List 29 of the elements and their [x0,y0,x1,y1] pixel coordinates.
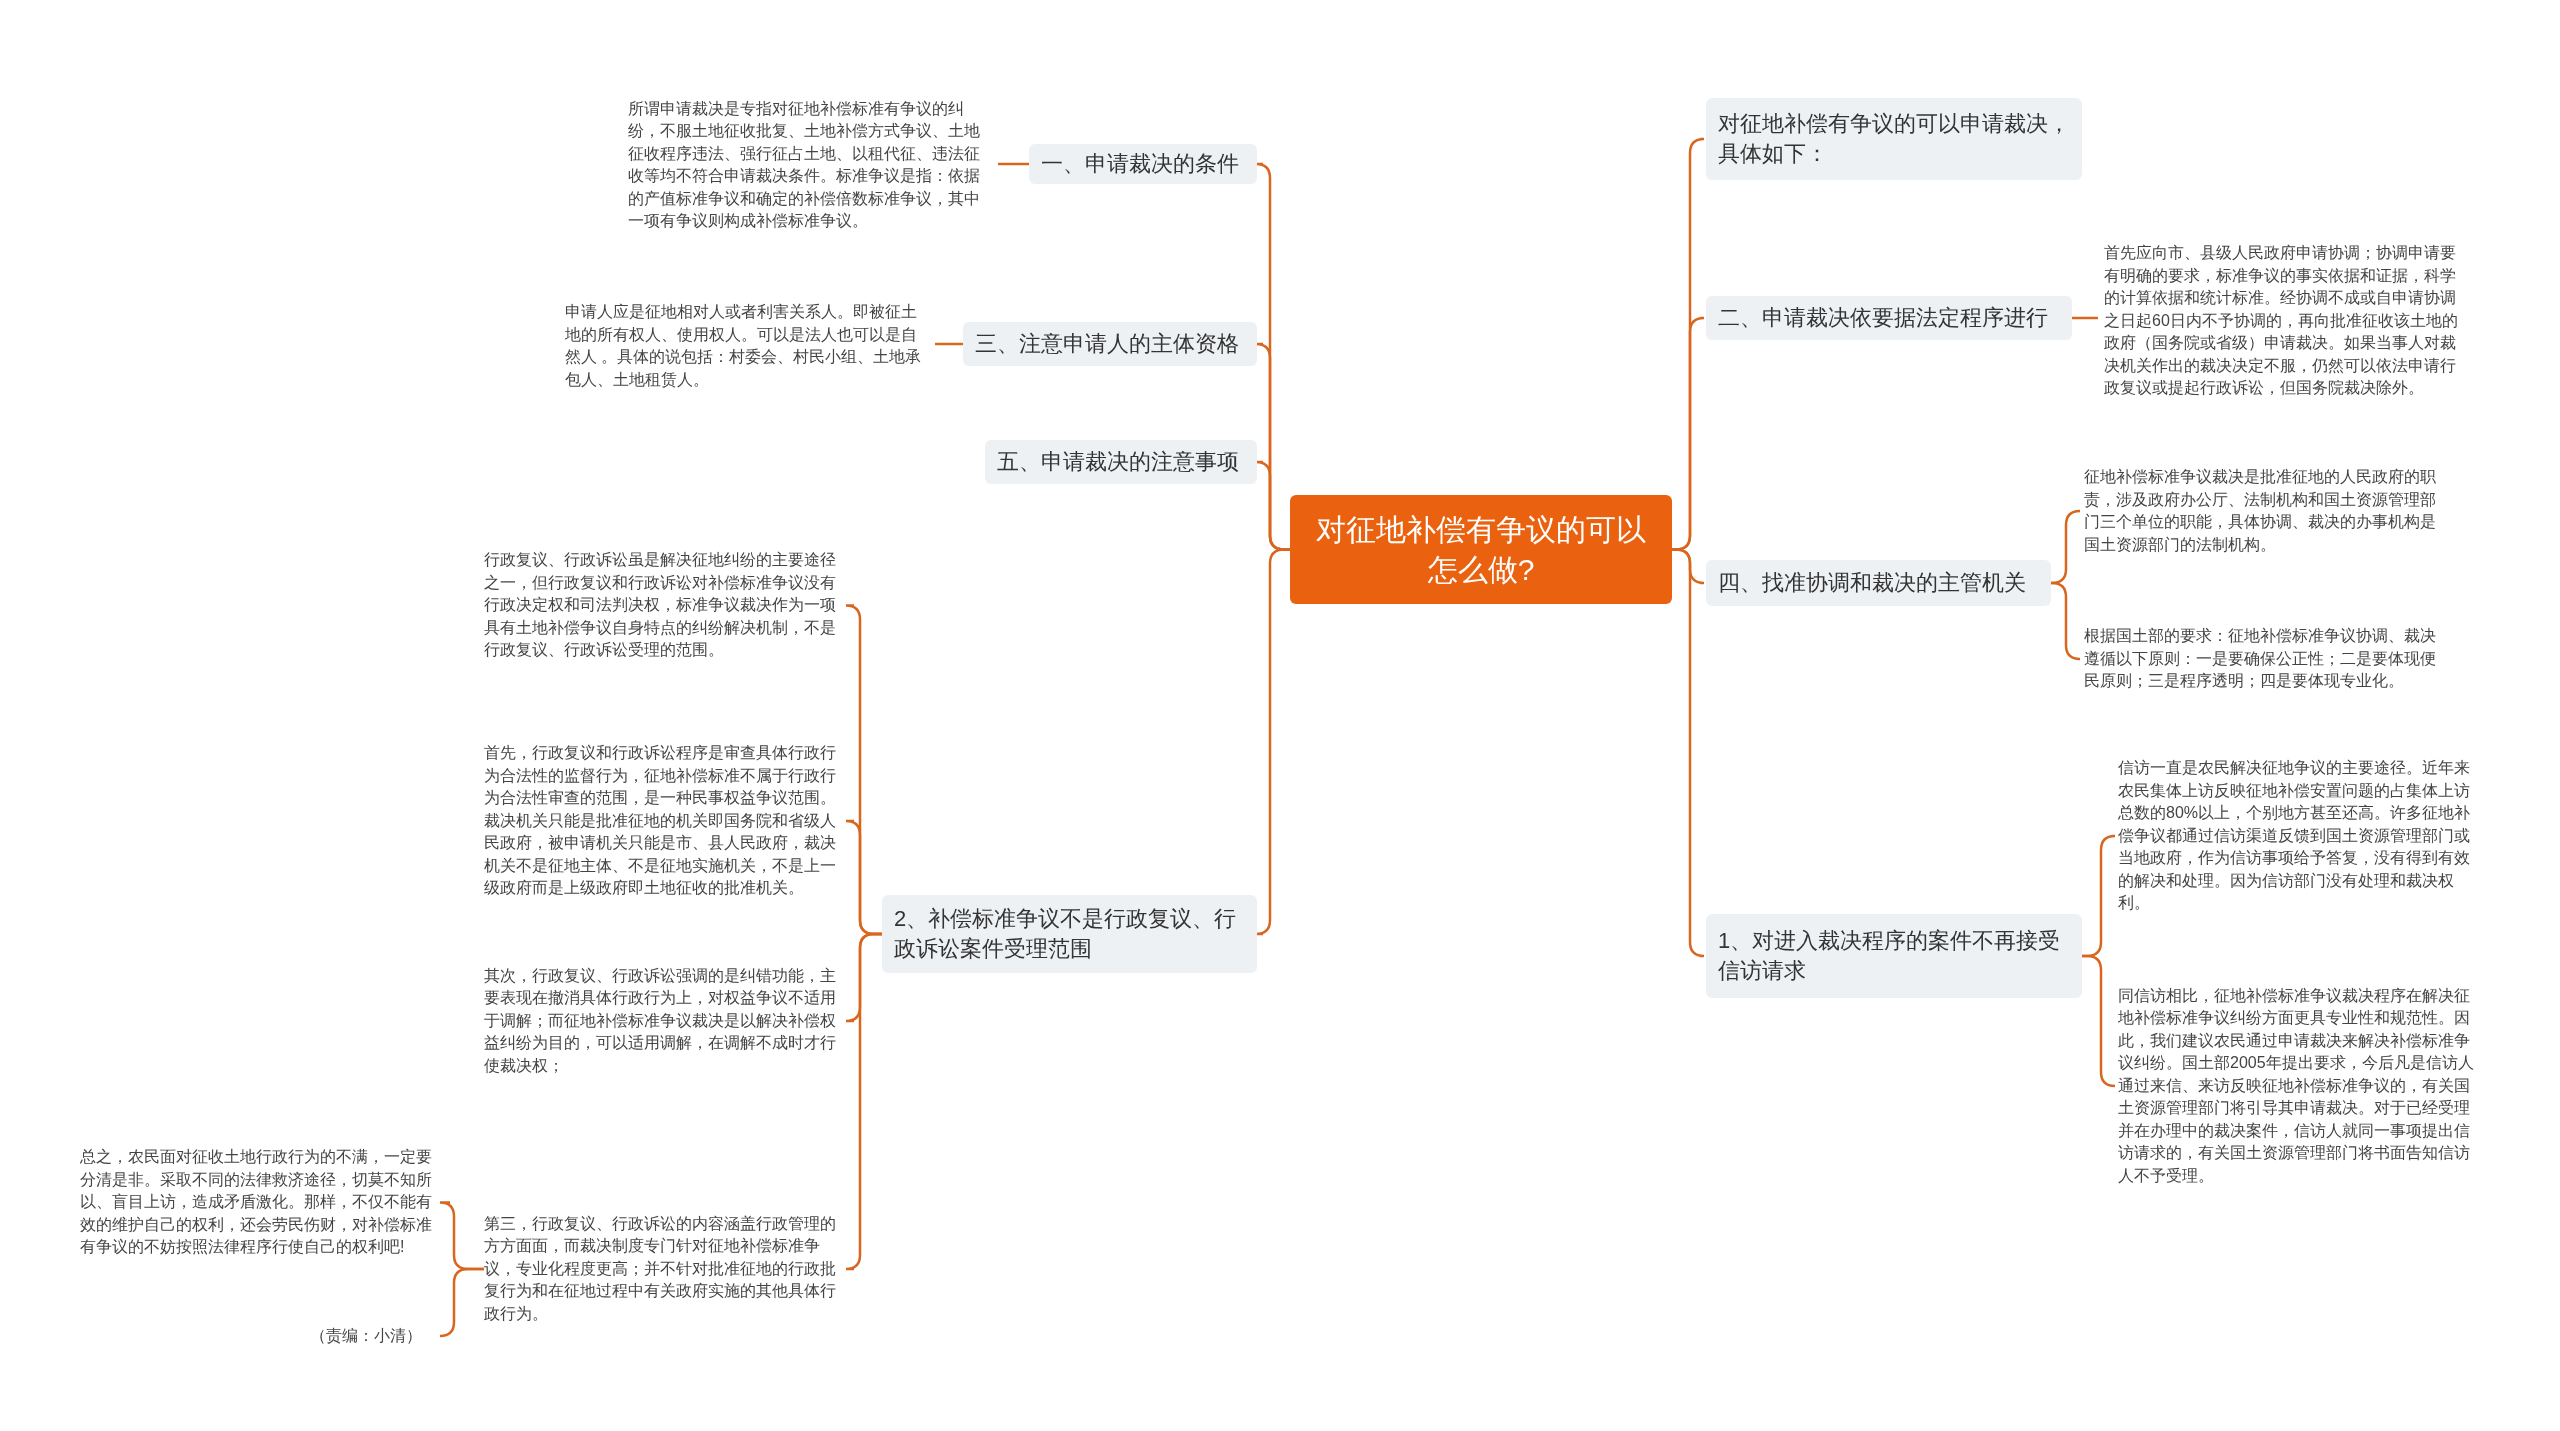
connector-line [2072,316,2098,320]
connector-line [935,342,963,346]
topic-box: 四、找准协调和裁决的主管机关 [1706,560,2051,606]
connector-line [438,1267,484,1338]
note-text: 征地补偿标准争议裁决是批准征地的人民政府的职责，涉及政府办公厅、法制机构和国土资源管理部门三个单位的职能，具体协调、裁决的办事机构是国土资源部门的法制机构。 [2084,462,2448,560]
note-text: 信访一直是农民解决征地争议的主要途径。近年来农民集体上访反映征地补偿安置问题的占集体上访总数的80%以上，个别地方甚至还高。许多征地补偿争议都通过信访渠道反馈到国土资源管理部门或当地政府，作为信访事项给予答复，没有得到有效的解决和处理。因为信访部门没有处理和裁决权利。 [2118,752,2482,920]
note-text: 总之，农民面对征收土地行政行为的不满，一定要分清是非。采取不同的法律救济途径，切莫不知所以、盲目上访，造成矛盾激化。那样，不仅不能有效的维护自己的权利，还会劳民伤财，对补偿标准有争议的不妨按照法律程序行使自己的权利吧! [80,1130,444,1275]
connector-line [1672,548,1706,958]
connector-line [2050,581,2082,661]
note-text: 其次，行政复议、行政诉讼强调的是纠错功能，主要表现在撤消具体行政行为上，对权益争议不适用于调解；而征地补偿标准争议裁决是以解决补偿权益纠纷为目的，可以适用调解，在调解不成时才行使裁决权； [484,960,848,1082]
topic-box: 五、申请裁决的注意事项 [985,440,1257,484]
topic-box: 三、注意申请人的主体资格 [963,322,1257,366]
topic-box: 二、申请裁决依要据法定程序进行 [1706,296,2072,340]
connector-line [2082,954,2117,1088]
note-text: （责编：小清） [310,1322,434,1350]
topic-box: 2、补偿标准争议不是行政复议、行政诉讼案件受理范围 [882,895,1257,973]
topic-box: 1、对进入裁决程序的案件不再接受信访请求 [1706,914,2082,998]
connector-line [998,162,1029,166]
note-text: 行政复议、行政诉讼虽是解决征地纠纷的主要途径之一，但行政复议和行政诉讼对补偿标准争议没有行政决定权和司法判决权，标准争议裁决作为一项具有土地补偿争议自身特点的纠纷解决机制，不是行政复议、行政诉讼受理的范围。 [484,533,848,678]
topic-box: 对征地补偿有争议的可以申请裁决，具体如下： [1706,98,2082,180]
note-text: 首先应向市、县级人民政府申请协调；协调申请要有明确的要求，标准争议的事实依据和证据，科学的计算依据和统计标准。经协调不成或自申请协调之日起60日内不予协调的，再向批准征收该土地的政府（国务院或省级）申请裁决。如果当事人对裁决机关作出的裁决决定不服，仍然可以依法申请行政复议或提起行政诉讼，但国务院裁决除外。 [2104,226,2468,416]
note-text: 同信访相比，征地补偿标准争议裁决程序在解决征地补偿标准争议纠纷方面更具专业性和规范性。因此，我们建议农民通过申请裁决来解决补偿标准争议纠纷。国土部2005年提出要求，今后凡是信访人通过来信、来访反映征地补偿标准争议的，有关国土资源管理部门将引导其申请裁决。对于已经受理并在办理中的裁决案件，信访人就同一事项提出信访请求的，有关国土资源管理部门将书面告知信访人不予受理。 [2118,968,2482,1204]
note-text: 申请人应是征地相对人或者利害关系人。即被征土地的所有权人、使用权人。可以是法人也可以是自然人 。具体的说包括：村委会、村民小组、土地承包人、土地租赁人。 [565,296,929,396]
topic-box: 一、申请裁决的条件 [1029,144,1257,184]
note-text: 首先，行政复议和行政诉讼程序是审查具体行政行为合法性的监督行为，征地补偿标准不属于行政行为合法性审查的范围，是一种民事权益争议范围。裁决机关只能是批准征地的机关即国务院和省级人民政府，被申请机关只能是市、县人民政府，裁决机关不是征地主体、不是征地实施机关，不是上一级政府而是上级政府即土地征收的批准机关。 [484,726,848,916]
note-text: 所谓申请裁决是专指对征地补偿标准有争议的纠纷，不服土地征收批复、土地补偿方式争议、土地征收程序违法、强行征占土地、以租代征、违法征收等均不符合申请裁决条件。标准争议是指：依据的产值标准争议和确定的补偿倍数标准争议，其中一项有争议则构成补偿标准争议。 [628,82,992,248]
central-topic: 对征地补偿有争议的可以怎么做? [1290,495,1672,604]
note-text: 根据国土部的要求：征地补偿标准争议协调、裁决遵循以下原则：一是要确保公正性；二是要体现便民原则；三是程序透明；四是要体现专业化。 [2084,610,2448,708]
note-text: 第三，行政复议、行政诉讼的内容涵盖行政管理的方方面面，而裁决制度专门针对征地补偿标准争议，专业化程度更高；并不针对批准征地的行政批复行为和在征地过程中有关政府实施的其他具体行政行为。 [484,1208,848,1330]
